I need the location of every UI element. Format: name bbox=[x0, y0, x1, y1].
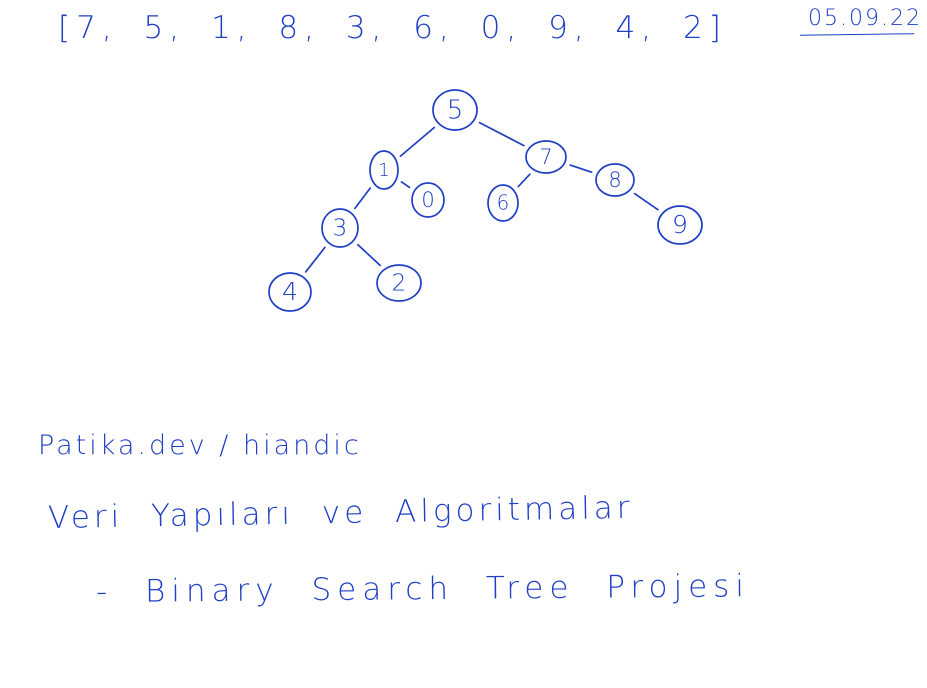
tree-node: 2 bbox=[376, 264, 422, 302]
date-text: 05.09.22 bbox=[808, 6, 922, 31]
tree-edge bbox=[357, 243, 381, 267]
tree-node-circle bbox=[487, 184, 519, 222]
tree-edge bbox=[354, 187, 372, 210]
tree-node-label: 7 bbox=[539, 145, 552, 169]
tree-edge bbox=[633, 192, 659, 211]
tree-node-label: 5 bbox=[447, 96, 464, 126]
tree-node-label: 0 bbox=[421, 188, 434, 212]
tree-node-circle bbox=[369, 150, 399, 190]
tree-node-circle bbox=[321, 208, 359, 248]
tree-edge bbox=[517, 173, 531, 188]
tree-node-circle bbox=[376, 264, 422, 302]
tree-node: 9 bbox=[657, 205, 703, 245]
tree-edge bbox=[399, 126, 436, 157]
tree-node: 3 bbox=[321, 208, 359, 248]
tree-node-circle bbox=[595, 163, 635, 197]
tree-edge bbox=[569, 164, 593, 174]
tree-node: 0 bbox=[411, 182, 445, 218]
tree-node-label: 6 bbox=[497, 191, 510, 215]
note-project-title: - Binary Search Tree Projesi bbox=[95, 568, 751, 610]
tree-node-label: 1 bbox=[378, 160, 389, 181]
tree-edge bbox=[400, 181, 411, 189]
tree-node-label: 8 bbox=[608, 168, 621, 192]
tree-node-circle bbox=[411, 182, 445, 218]
tree-edge bbox=[304, 246, 326, 273]
tree-node: 1 bbox=[369, 150, 399, 190]
tree-node: 5 bbox=[432, 89, 478, 131]
tree-node: 4 bbox=[268, 272, 312, 312]
tree-edge bbox=[478, 121, 525, 147]
tree-node-label: 4 bbox=[282, 277, 298, 306]
tree-node-circle bbox=[432, 89, 478, 131]
tree-node-circle bbox=[657, 205, 703, 245]
tree-nodes: 5 1 7 0 6 8 3 9 4 2 bbox=[268, 89, 703, 312]
array-values-text: [7, 5, 1, 8, 3, 6, 0, 9, 4, 2] bbox=[58, 10, 727, 46]
tree-node-label: 9 bbox=[672, 210, 688, 239]
tree-node-circle bbox=[268, 272, 312, 312]
tree-node-circle bbox=[525, 140, 567, 174]
tree-node-label: 2 bbox=[392, 271, 407, 297]
tree-node-label: 3 bbox=[333, 216, 348, 242]
tree-node: 6 bbox=[487, 184, 519, 222]
tree-node: 7 bbox=[525, 140, 567, 174]
note-source-line: Patika.dev / hiandic bbox=[38, 430, 362, 461]
tree-edges bbox=[304, 121, 659, 273]
tree-node: 8 bbox=[595, 163, 635, 197]
